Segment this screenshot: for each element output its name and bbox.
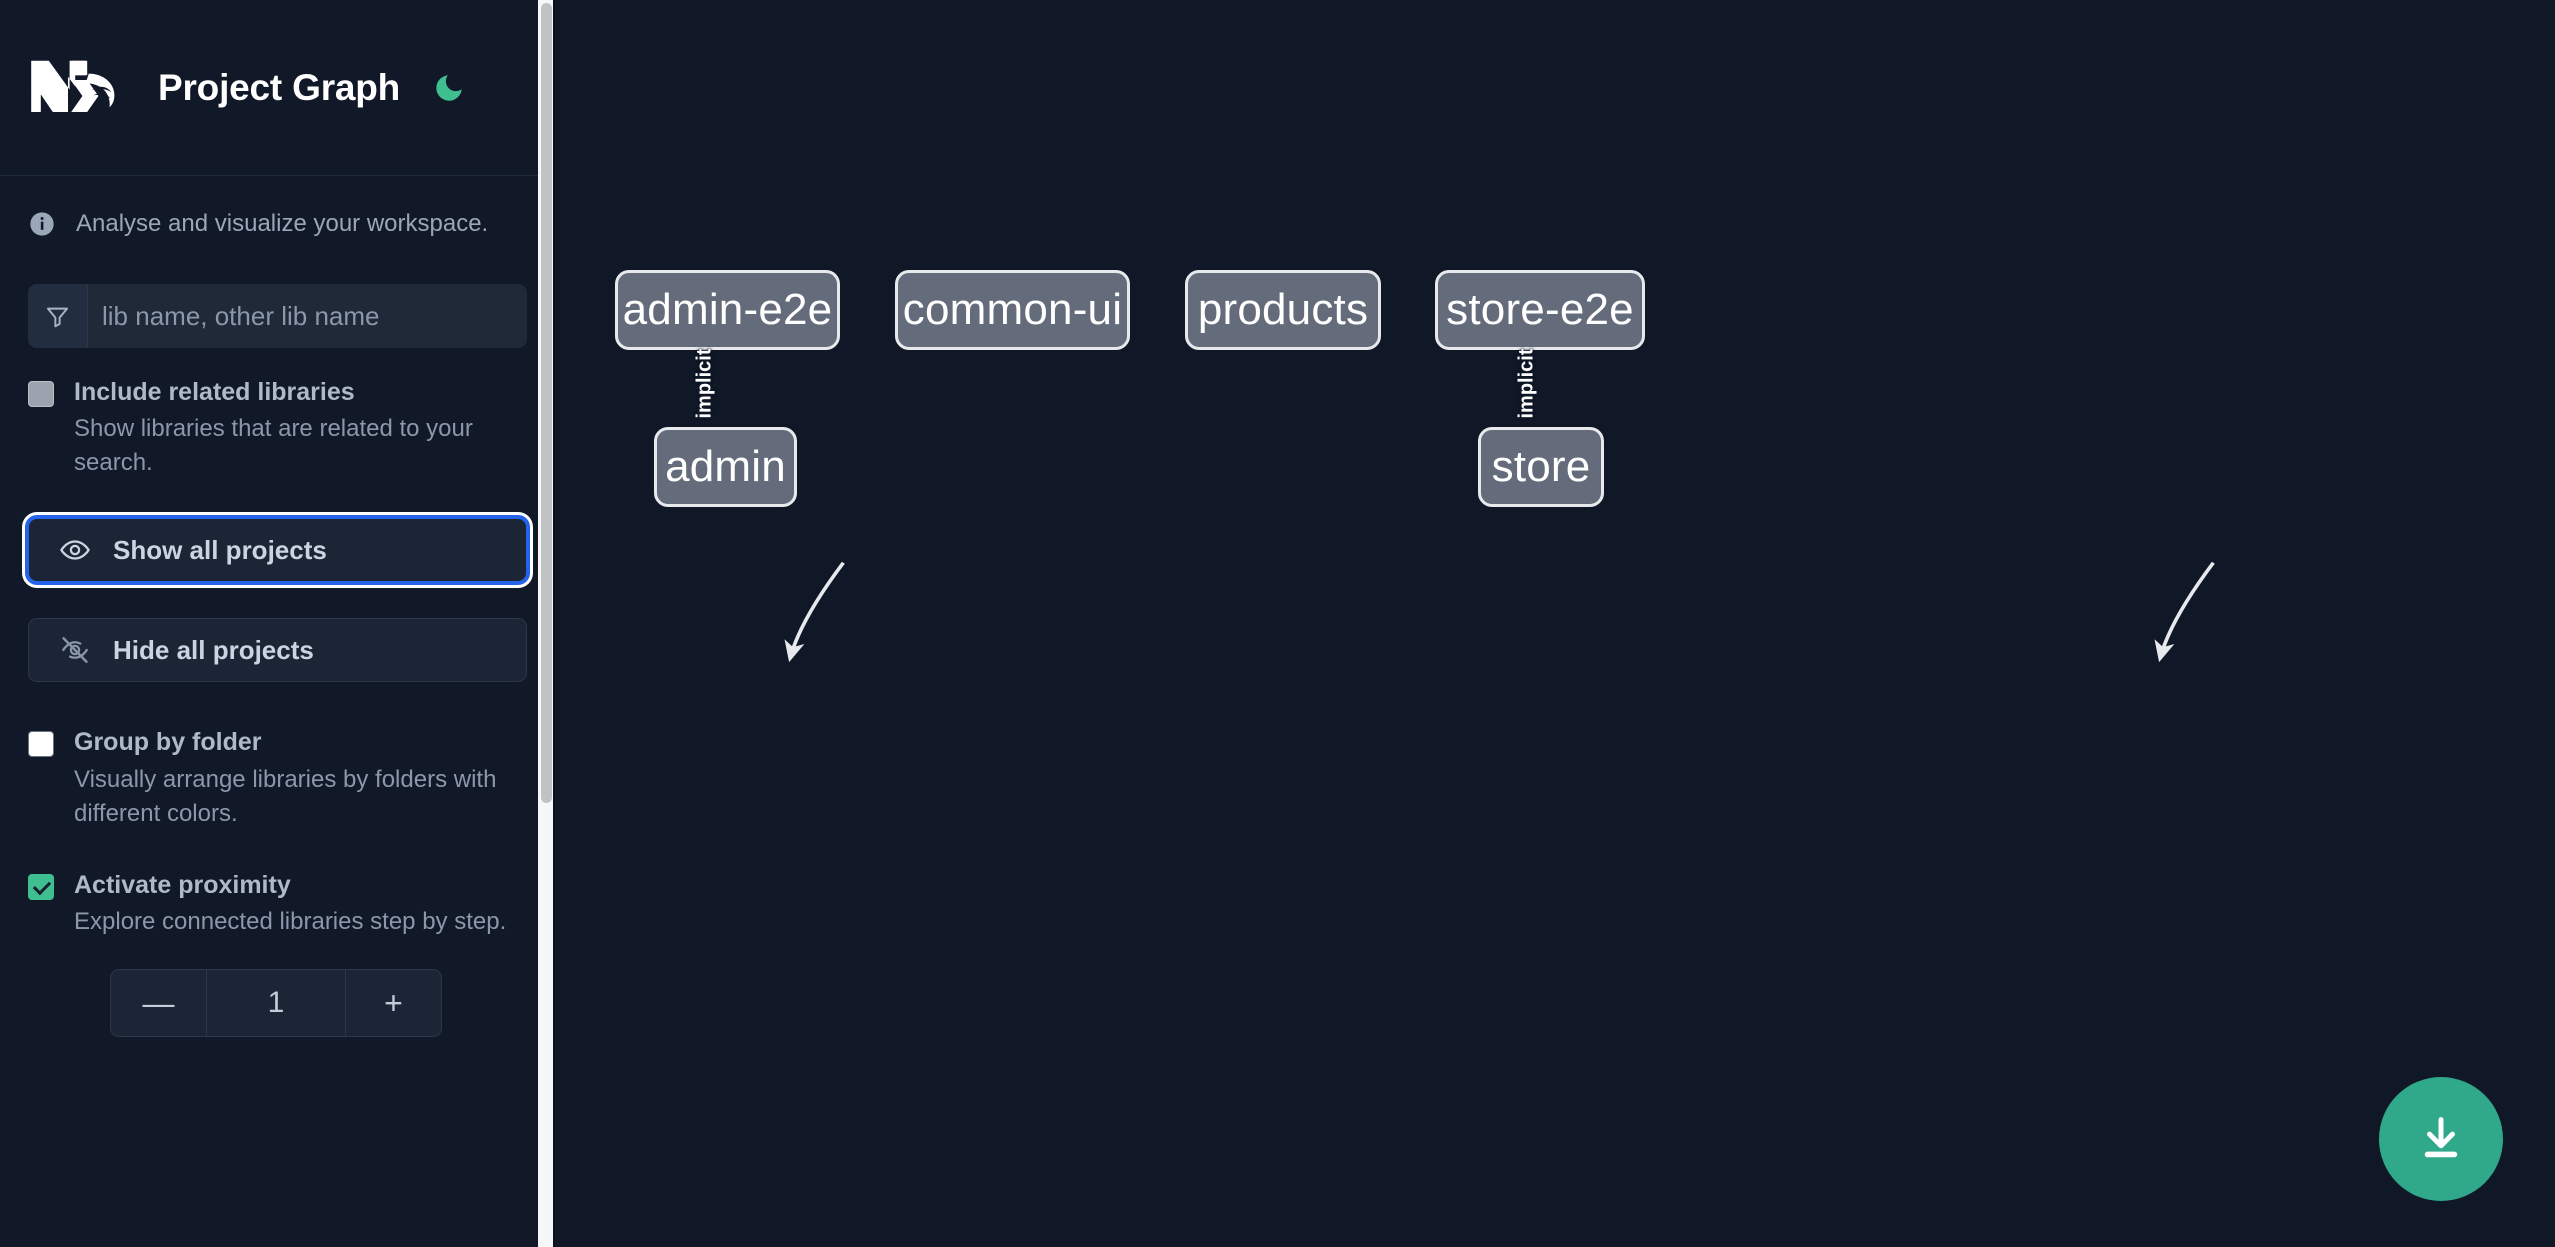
hide-all-projects-button[interactable]: Hide all projects: [28, 618, 527, 683]
app-title: Project Graph: [158, 66, 401, 108]
sidebar-header: Project Graph: [0, 0, 555, 176]
graph-canvas[interactable]: admin-e2e common-ui products store-e2e a…: [555, 0, 2555, 1247]
activate-proximity-label: Activate proximity: [74, 870, 291, 899]
group-by-folder-description: Visually arrange libraries by folders wi…: [74, 765, 497, 827]
option-activate-proximity[interactable]: Activate proximity Explore connected lib…: [0, 867, 555, 939]
download-icon: [2415, 1112, 2467, 1167]
moon-icon[interactable]: [430, 69, 468, 107]
graph-node-admin[interactable]: admin: [654, 427, 797, 507]
sidebar-scrollbar-thumb[interactable]: [541, 3, 552, 803]
graph-node-common-ui[interactable]: common-ui: [895, 270, 1130, 350]
eye-icon: [59, 534, 91, 566]
hide-all-projects-label: Hide all projects: [113, 634, 314, 665]
option-include-related-libraries[interactable]: Include related libraries Show libraries…: [0, 374, 555, 480]
info-text: Analyse and visualize your workspace.: [76, 210, 489, 237]
graph-node-products[interactable]: products: [1185, 270, 1381, 350]
graph-node-store-e2e[interactable]: store-e2e: [1435, 270, 1645, 350]
eye-slash-icon: [59, 634, 91, 666]
search-input[interactable]: [88, 284, 527, 348]
info-icon: [28, 210, 56, 238]
group-by-folder-checkbox[interactable]: [28, 731, 54, 758]
sidebar-divider: [553, 0, 555, 1247]
graph-edges: [784, 561, 2215, 663]
show-all-projects-label: Show all projects: [113, 534, 327, 565]
include-related-libraries-description: Show libraries that are related to your …: [74, 415, 473, 477]
proximity-stepper: — 1 +: [110, 969, 442, 1038]
include-related-libraries-label: Include related libraries: [74, 378, 355, 406]
include-related-libraries-checkbox[interactable]: [28, 381, 54, 407]
proximity-increment-button[interactable]: +: [345, 970, 441, 1037]
nx-logo-icon: [28, 56, 124, 120]
sidebar: Project Graph Analyse and visualize your…: [0, 0, 555, 1247]
graph-node-admin-e2e[interactable]: admin-e2e: [615, 270, 840, 350]
option-group-by-folder[interactable]: Group by folder Visually arrange librari…: [0, 724, 555, 830]
search-bar: [28, 284, 527, 348]
group-by-folder-label: Group by folder: [74, 728, 262, 757]
proximity-decrement-button[interactable]: —: [111, 970, 207, 1037]
visibility-button-group: Show all projects Hide all projects: [0, 518, 555, 683]
workspace-info: Analyse and visualize your workspace.: [0, 176, 555, 238]
graph-node-store[interactable]: store: [1478, 427, 1604, 507]
download-graph-button[interactable]: [2379, 1077, 2503, 1201]
activate-proximity-description: Explore connected libraries step by step…: [74, 908, 507, 936]
sidebar-scrollbar-track[interactable]: [538, 0, 555, 1247]
activate-proximity-checkbox[interactable]: [28, 873, 54, 900]
filter-funnel-icon[interactable]: [28, 284, 88, 348]
proximity-value[interactable]: 1: [267, 986, 285, 1020]
show-all-projects-button[interactable]: Show all projects: [28, 518, 527, 583]
